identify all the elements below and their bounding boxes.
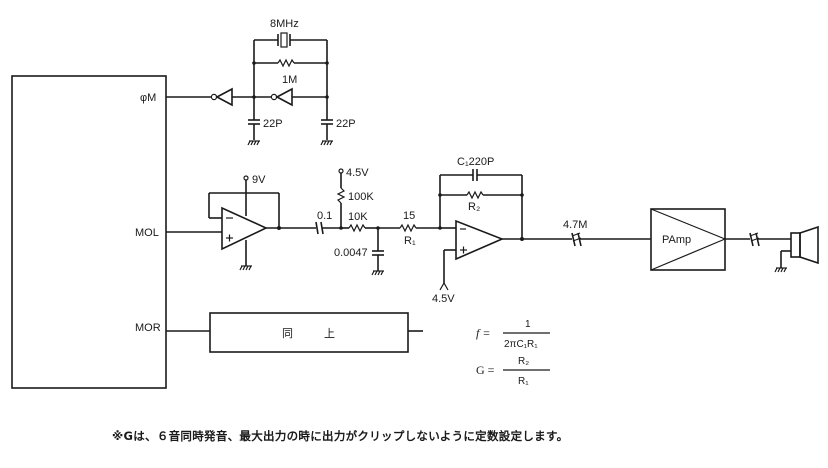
series-resistor-label: 10K (348, 211, 368, 223)
pin-label-phi-m: φM (140, 92, 156, 104)
output-cap-label: 4.7M (563, 219, 587, 231)
coupling-cap-label: 0.1 (317, 210, 332, 222)
formula-g-denominator: R₁ (518, 376, 529, 387)
formula-f-numerator: 1 (525, 319, 531, 330)
buffer-supply-label: 9V (252, 174, 266, 186)
power-amp-block (650, 208, 791, 271)
power-amp-label: PAmp (662, 234, 691, 246)
feedback-resistor-label: 1M (282, 74, 297, 86)
ref-supply-label: 4.5V (432, 293, 455, 305)
mor-block-label-left: 同 (282, 328, 293, 340)
speaker-icon (774, 225, 819, 273)
bias-resistor-label: 100K (348, 191, 374, 203)
buffer-opamp (166, 175, 316, 271)
shunt-cap-label: 0.0047 (334, 247, 368, 259)
r1-name-label: R₁ (404, 235, 416, 247)
gain-opamp (438, 169, 651, 291)
mor-duplicate-block (166, 312, 423, 353)
crystal-oscillator (247, 32, 333, 146)
bias-supply-label: 4.5V (346, 167, 369, 179)
clock-buffer-inverter (166, 87, 254, 107)
formula-frequency: f = 1 2πC₁R₁ (476, 319, 550, 350)
formula-gain: G = R₂ R₁ (476, 356, 550, 387)
formula-f-lhs: f = (476, 326, 490, 340)
footnote: ※Gは、６音同時発音、最大出力の時に出力がクリップしないように定数設定します。 (112, 429, 569, 443)
c1-label: C₁220P (457, 156, 494, 168)
formula-g-numerator: R₂ (518, 356, 529, 367)
cap-right-label: 22P (336, 118, 356, 130)
filter-network (315, 168, 440, 276)
cap-left-label: 22P (263, 118, 283, 130)
r2-name-label: R₂ (468, 201, 480, 213)
pin-label-mor: MOR (135, 322, 161, 334)
crystal-label: 8MHz (270, 18, 299, 30)
pin-label-mol: MOL (135, 227, 159, 239)
mor-block-label-right: 上 (324, 327, 335, 340)
formula-f-denominator: 2πC₁R₁ (504, 339, 538, 350)
r1-value-label: 15 (403, 210, 415, 222)
formula-g-lhs: G = (476, 363, 495, 377)
